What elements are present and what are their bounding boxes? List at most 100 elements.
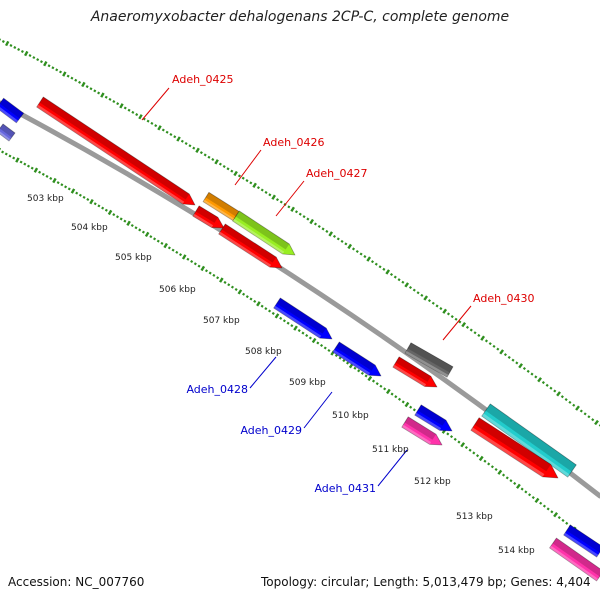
tick-mark bbox=[233, 170, 238, 177]
tick-mark bbox=[531, 496, 535, 500]
gene-adeh-0429-arrow[interactable] bbox=[332, 341, 382, 377]
tick-mark bbox=[260, 188, 264, 192]
gene-adeh-0428-arrow[interactable] bbox=[273, 297, 333, 340]
tick-mark bbox=[175, 250, 179, 254]
tick-mark bbox=[355, 249, 359, 254]
gene-adeh-0425-arrow[interactable] bbox=[36, 96, 196, 206]
tick-mark bbox=[97, 204, 101, 208]
tick-mark bbox=[161, 128, 165, 132]
tick-mark bbox=[509, 479, 513, 483]
gene-label-adeh-0430[interactable]: Adeh_0430 bbox=[473, 292, 535, 305]
tick-mark bbox=[169, 133, 173, 137]
tick-mark bbox=[45, 174, 49, 178]
tick-mark bbox=[305, 333, 309, 338]
tick-mark bbox=[442, 308, 448, 314]
tick-mark bbox=[179, 253, 183, 257]
tick-mark bbox=[484, 339, 488, 343]
gene-label-adeh-0427[interactable]: Adeh_0427 bbox=[306, 167, 368, 180]
tick-mark bbox=[86, 198, 90, 202]
tick-mark bbox=[253, 299, 257, 303]
leader-line-adeh-0430 bbox=[442, 305, 472, 341]
kbp-label: 509 kbp bbox=[289, 378, 326, 388]
tick-mark bbox=[204, 269, 208, 273]
tick-mark bbox=[557, 516, 561, 520]
tick-mark bbox=[383, 387, 387, 391]
tick-mark bbox=[75, 191, 79, 195]
gene-adeh-0427-arrow[interactable] bbox=[232, 210, 296, 256]
tick-mark bbox=[401, 280, 405, 284]
tick-mark bbox=[487, 462, 491, 466]
tick-mark bbox=[78, 193, 82, 197]
gene-red-arrow-1[interactable] bbox=[192, 205, 225, 229]
tick-mark bbox=[1, 40, 5, 43]
tick-mark bbox=[112, 100, 116, 104]
gene-adeh-0426-arrow[interactable] bbox=[202, 191, 240, 222]
tick-mark bbox=[4, 152, 8, 156]
gene-adeh-0430-arrow[interactable] bbox=[404, 342, 454, 378]
tick-mark bbox=[344, 242, 348, 246]
tick-mark bbox=[154, 124, 158, 128]
tick-mark bbox=[560, 395, 564, 399]
gene-cyan-arrow[interactable] bbox=[481, 403, 577, 478]
tick-mark bbox=[130, 224, 134, 228]
tick-mark bbox=[393, 275, 397, 279]
gene-blue-arrow-2[interactable] bbox=[414, 404, 453, 432]
tick-mark bbox=[359, 252, 363, 256]
tick-mark bbox=[379, 384, 383, 388]
tick-mark bbox=[56, 181, 60, 185]
tick-mark bbox=[594, 419, 599, 426]
tick-mark bbox=[564, 397, 568, 402]
gene-label-adeh-0428[interactable]: Adeh_0428 bbox=[186, 383, 248, 396]
gene-blue-arrow-edge[interactable] bbox=[0, 97, 25, 124]
tick-mark bbox=[446, 312, 451, 316]
tick-mark bbox=[394, 395, 398, 399]
leader-line-adeh-0427 bbox=[275, 180, 305, 217]
tick-mark bbox=[28, 54, 32, 58]
tick-mark bbox=[320, 343, 324, 348]
tick-mark bbox=[385, 269, 391, 275]
gene-label-adeh-0429[interactable]: Adeh_0429 bbox=[240, 424, 302, 437]
tick-mark bbox=[32, 56, 36, 60]
tick-mark bbox=[556, 391, 561, 397]
tick-mark bbox=[297, 329, 301, 333]
tick-mark bbox=[203, 153, 207, 157]
tick-mark bbox=[264, 307, 268, 311]
tick-mark bbox=[408, 285, 413, 290]
leader-line-adeh-0429 bbox=[303, 391, 333, 429]
gene-red-arrow-3[interactable] bbox=[392, 356, 438, 388]
gene-red-arrow-4[interactable] bbox=[470, 417, 559, 479]
tick-mark bbox=[375, 382, 379, 386]
gene-red-arrow-2[interactable] bbox=[218, 223, 283, 269]
tick-mark bbox=[12, 156, 16, 160]
tick-mark bbox=[184, 142, 188, 146]
tick-mark bbox=[461, 321, 467, 328]
tick-mark bbox=[160, 241, 164, 245]
gene-magenta-arrow-2[interactable] bbox=[549, 537, 600, 582]
tick-mark bbox=[351, 247, 356, 251]
tick-mark bbox=[545, 383, 549, 387]
gene-features bbox=[0, 96, 600, 582]
tick-mark bbox=[138, 114, 143, 120]
tick-mark bbox=[268, 193, 272, 197]
tick-mark bbox=[163, 242, 168, 249]
gene-adeh-0431-arrow[interactable] bbox=[401, 416, 443, 446]
tick-mark bbox=[146, 119, 150, 123]
tick-mark bbox=[409, 405, 413, 409]
gene-blue-arrow-3[interactable] bbox=[563, 524, 600, 558]
tick-mark bbox=[242, 292, 246, 296]
tick-mark bbox=[313, 222, 317, 226]
gene-label-adeh-0425[interactable]: Adeh_0425 bbox=[172, 73, 234, 86]
tick-mark bbox=[156, 239, 160, 243]
gene-label-adeh-0431[interactable]: Adeh_0431 bbox=[314, 482, 376, 495]
tick-mark bbox=[282, 319, 286, 323]
tick-mark bbox=[41, 172, 45, 176]
tick-mark bbox=[107, 209, 113, 216]
tick-mark bbox=[192, 146, 196, 150]
tick-mark bbox=[19, 160, 23, 164]
gene-label-adeh-0426[interactable]: Adeh_0426 bbox=[263, 136, 325, 149]
tick-mark bbox=[503, 353, 507, 357]
gene-slate-arrow-edge[interactable] bbox=[0, 123, 16, 142]
tick-mark bbox=[13, 46, 17, 49]
tick-mark bbox=[302, 215, 306, 219]
tick-mark bbox=[298, 212, 302, 216]
